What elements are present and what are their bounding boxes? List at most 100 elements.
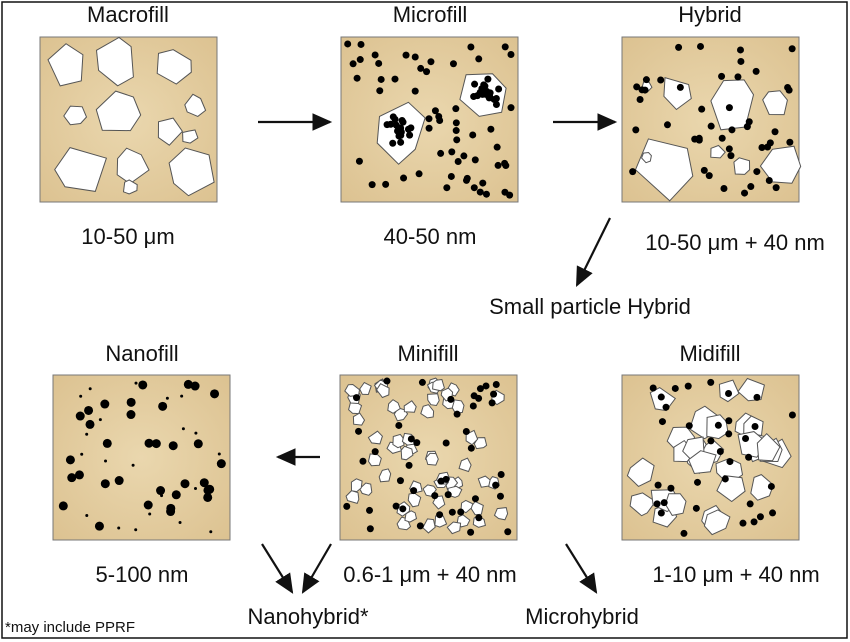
filler-particle [184, 93, 207, 117]
panel-title-midifill: Midifill [679, 341, 741, 366]
nanoparticle [492, 95, 500, 103]
filler-particle [493, 507, 509, 521]
filler-particle [432, 495, 446, 510]
nanoparticle [411, 87, 419, 95]
filler-particle [182, 129, 199, 144]
filler-particle [641, 151, 652, 164]
nanoparticle [396, 477, 404, 485]
nanoparticle [492, 381, 500, 389]
nanoparticle [470, 93, 478, 101]
nanoparticle [356, 56, 364, 64]
nanoparticle [74, 470, 84, 480]
nanoparticle [476, 188, 484, 196]
nanoparticle [745, 453, 753, 461]
nanoparticle [675, 43, 683, 51]
filler-particle [473, 437, 488, 450]
nanoparticle [194, 431, 198, 435]
panel-title-macrofill: Macrofill [87, 2, 169, 27]
nanoparticle [104, 459, 108, 463]
panel-macro [39, 36, 218, 203]
nanoparticle [750, 518, 758, 526]
filler-particle [400, 445, 414, 461]
nanoparticle [449, 60, 457, 68]
label-nanohybrid: Nanohybrid* [247, 604, 369, 629]
nanoparticle [467, 444, 475, 452]
nanoparticle [769, 509, 777, 517]
nanoparticle [144, 438, 154, 448]
nanoparticle [366, 506, 374, 514]
nanoparticle [657, 76, 665, 84]
nanoparticle [85, 419, 95, 429]
nanoparticle [413, 439, 421, 447]
nanoparticle [482, 382, 490, 390]
nanoparticle [788, 411, 796, 419]
nanoparticle [736, 46, 744, 54]
nanoparticle [721, 475, 729, 483]
nanoparticle [752, 67, 760, 75]
filler-particle [378, 468, 392, 483]
nanoparticle [102, 438, 112, 448]
nanoparticle [375, 59, 383, 67]
nanoparticle [501, 43, 509, 51]
arrow-nano-to-nanohybrid [261, 543, 294, 594]
nanoparticle [660, 499, 668, 507]
nanoparticle [343, 502, 351, 510]
nanoparticle [484, 75, 492, 83]
filler-particle [629, 492, 657, 517]
nanoparticle [767, 482, 775, 490]
nanoparticle [67, 473, 77, 483]
nanoparticle [151, 439, 161, 449]
nanoparticle [392, 502, 400, 510]
nanoparticle [448, 148, 456, 156]
nanoparticle [720, 185, 728, 193]
size-midifill: 1-10 μm + 40 nm [652, 562, 820, 587]
filler-particle [403, 400, 417, 413]
nanoparticle [707, 437, 715, 445]
filler-particle [465, 429, 479, 446]
nanoparticle [75, 411, 85, 421]
nanoparticle [698, 105, 706, 113]
nanoparticle [507, 104, 515, 112]
nanoparticle [728, 126, 736, 134]
filler-particle [63, 105, 88, 126]
nanoparticle [471, 80, 479, 88]
nanoparticle [479, 179, 487, 187]
nanoparticle [448, 508, 456, 516]
nanoparticle [454, 157, 462, 165]
nanoparticle [753, 168, 761, 176]
nanoparticle [734, 73, 742, 81]
nanoparticle [493, 143, 501, 151]
nanoparticle [742, 434, 750, 442]
nanoparticle [396, 127, 404, 135]
nanoparticle [425, 115, 433, 123]
nanoparticle [203, 492, 213, 502]
nanoparticle [457, 508, 465, 516]
nanoparticle [442, 439, 450, 447]
filler-particle [710, 144, 726, 159]
nanoparticle [427, 58, 435, 66]
nanoparticle [417, 64, 425, 72]
filler-particle [156, 49, 192, 85]
nanoparticle [209, 530, 213, 534]
nanoparticle [657, 509, 665, 517]
footnote: *may include PPRF [5, 619, 136, 636]
nanoparticle [405, 461, 413, 469]
nanoparticle [168, 441, 178, 451]
nanoparticle [193, 439, 203, 449]
nanoparticle [649, 384, 657, 392]
nanoparticle [737, 57, 745, 65]
nanoparticle [402, 51, 410, 59]
nanoparticle [718, 134, 726, 142]
nanoparticle [676, 83, 684, 91]
nanoparticle [629, 168, 637, 176]
nanoparticle [216, 459, 226, 469]
nanoparticle [114, 476, 124, 486]
nanoparticle [501, 188, 509, 196]
nanoparticle [788, 45, 796, 53]
nanoparticle [747, 183, 755, 191]
nanoparticle [753, 393, 761, 401]
nanoparticle [475, 514, 483, 522]
nanoparticle [496, 492, 504, 500]
nanoparticle [497, 471, 505, 479]
